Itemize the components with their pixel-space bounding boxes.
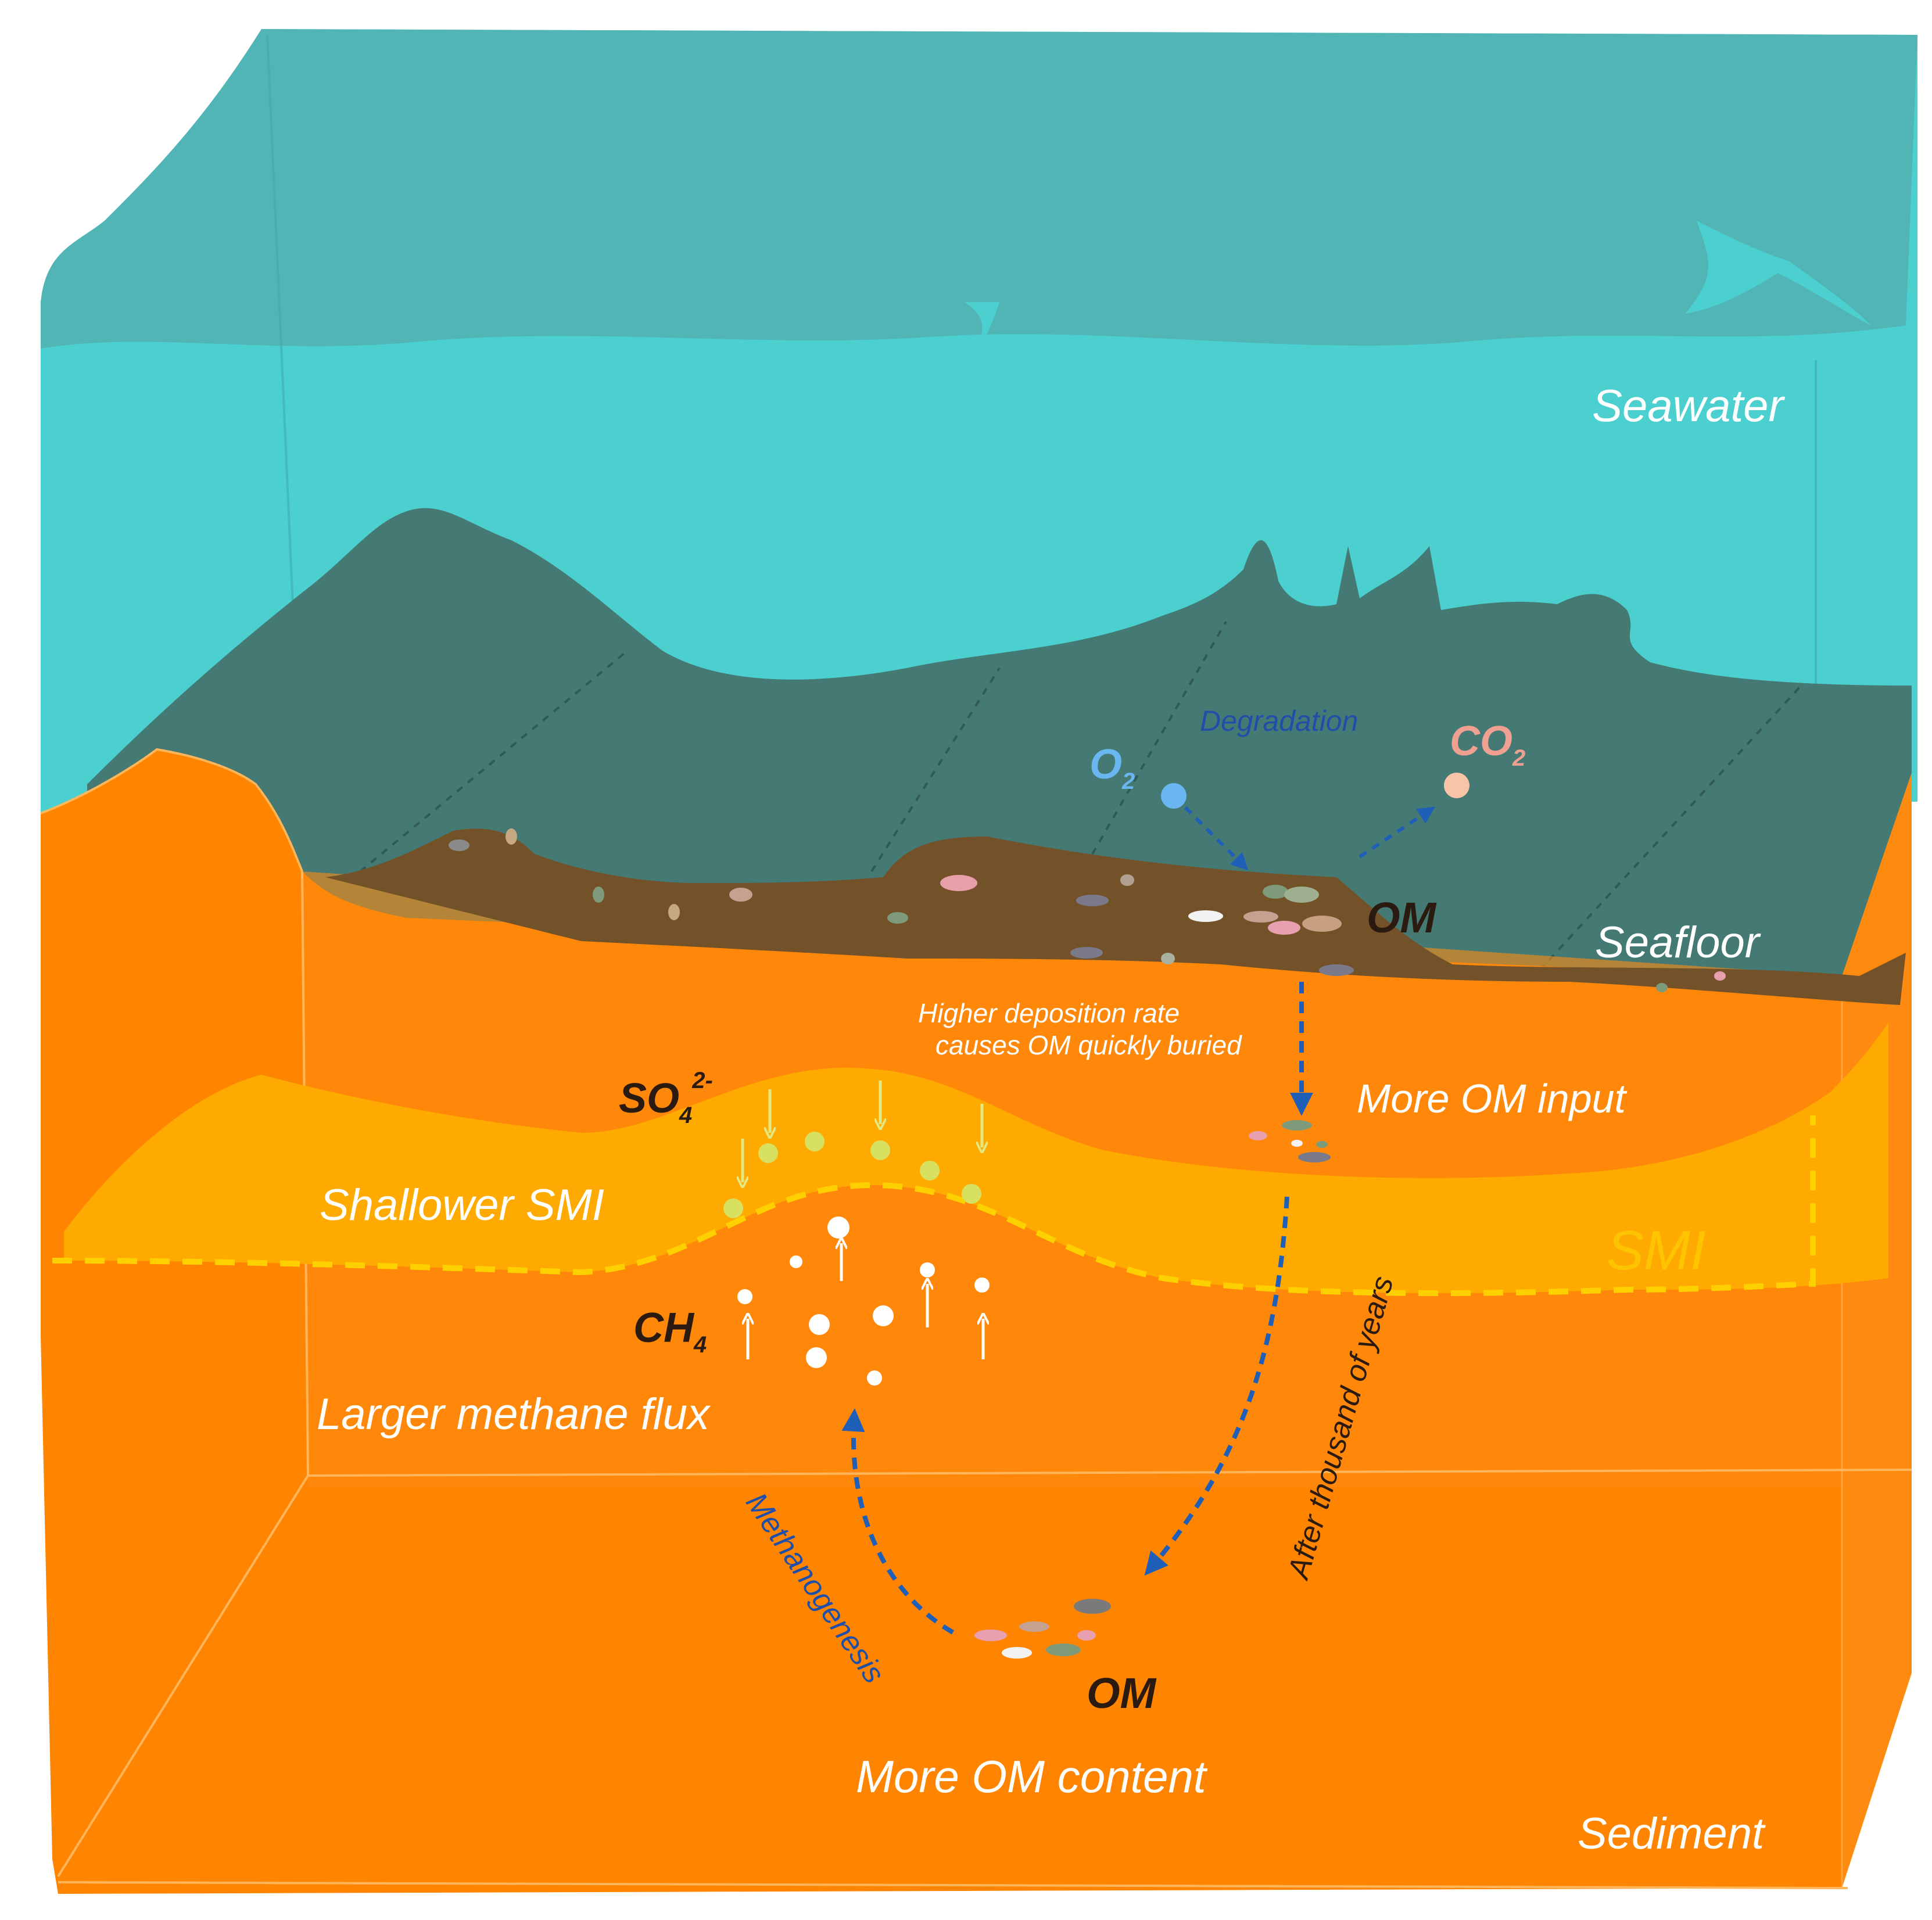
more-om-input-label: More OM input: [1357, 1076, 1627, 1121]
ch4-label: CH4: [633, 1305, 707, 1358]
so4-label: SO42-: [619, 1068, 713, 1128]
o2-label: O2: [1089, 741, 1135, 794]
process-arrows: [841, 806, 1435, 1635]
co2-dot: [1444, 773, 1469, 798]
seawater-label: Seawater: [1592, 380, 1786, 431]
seafloor-label: Seafloor: [1595, 918, 1761, 967]
shallower-smi-label: Shallower SMI: [320, 1180, 604, 1230]
degradation-label: Degradation: [1200, 705, 1358, 737]
degradation-arrow-in: [1184, 806, 1249, 871]
om-input-particles: [1249, 1120, 1331, 1162]
deposition-line2: causes OM quickly buried: [935, 1030, 1242, 1060]
o2-dot: [1161, 783, 1187, 809]
sediment-region: [40, 748, 1912, 1894]
om-layer: [325, 828, 1906, 1005]
sulfate-markers: [723, 1081, 982, 1218]
om-bottom-particles: [974, 1599, 1111, 1659]
more-om-content-label: More OM content: [856, 1751, 1208, 1802]
co2-label: CO2: [1450, 718, 1525, 771]
om-top-label: OM: [1367, 893, 1437, 942]
methane-markers: [737, 1216, 990, 1386]
smi-zone: [52, 1022, 1888, 1296]
deposition-line1: Higher deposition rate: [918, 998, 1180, 1028]
om-bottom-label: OM: [1087, 1669, 1157, 1717]
methanogenesis-arrow: [841, 1408, 955, 1635]
sediment-label: Sediment: [1578, 1809, 1766, 1858]
smi-label: SMI: [1607, 1219, 1706, 1282]
after-thousand-arrow: [1144, 1196, 1289, 1576]
larger-methane-flux-label: Larger methane flux: [317, 1390, 711, 1439]
